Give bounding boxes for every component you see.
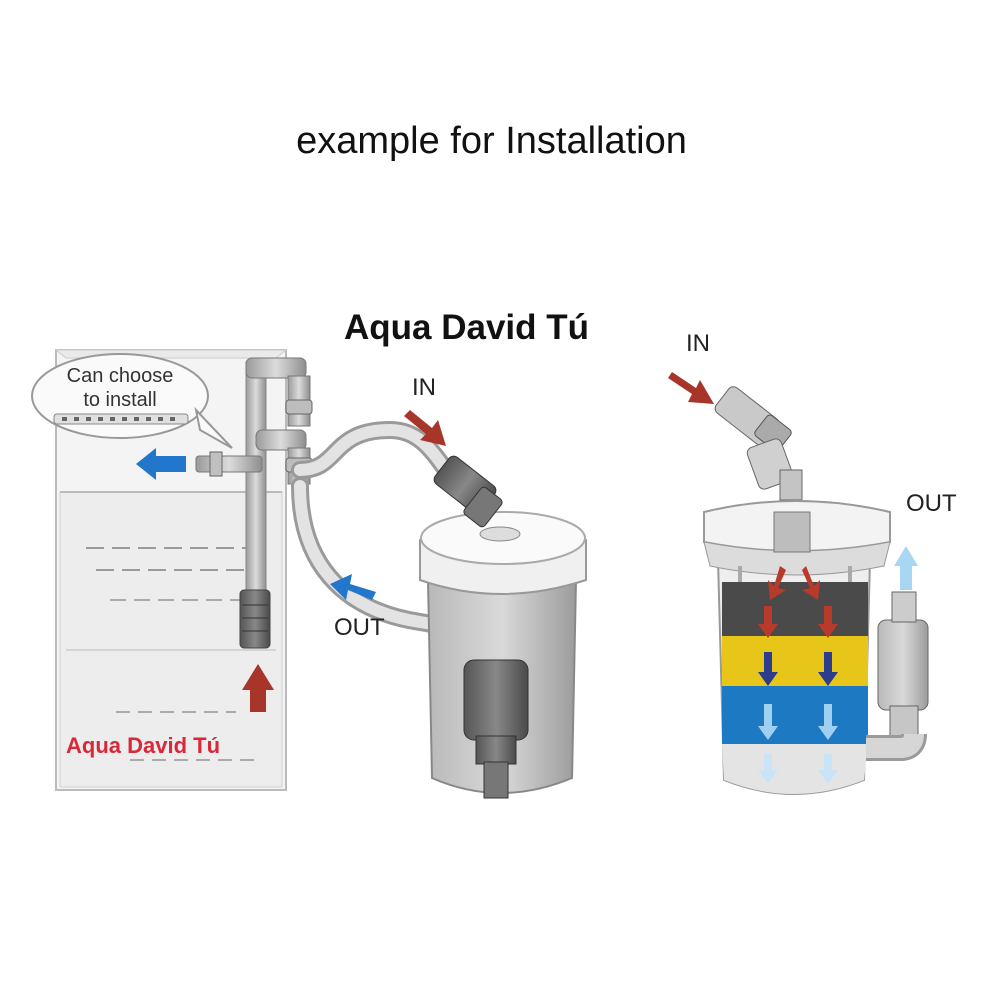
label-out-left: OUT [334,614,385,641]
arrow-in-left [404,410,446,446]
arrow-in-right [668,372,714,404]
arrow-out-left [330,574,376,600]
arrow-tank-inlet [242,664,274,712]
spray-bar-icon [62,417,175,421]
label-in-left: IN [412,374,436,401]
canister-filter-left [419,511,587,799]
page-title: example for Installation [296,120,687,162]
label-out-right: OUT [906,490,957,517]
outlet-pipe-right [866,591,929,761]
callout-text: Can choose to install [40,364,200,412]
callout-line-2: to install [83,389,157,411]
valve-left [433,455,503,528]
callout-line-1: Can choose [66,365,174,387]
arrow-out-right [894,546,918,590]
arrow-tank-outlet [136,448,186,480]
canister-filter-right [703,500,891,795]
label-in-right: IN [686,330,710,357]
valve-right [714,386,803,501]
watermark-top: Aqua David Tú [344,308,590,347]
watermark-bottom: Aqua David Tú [66,733,221,758]
tank-pipes [195,357,313,649]
internal-flow-arrows [758,566,838,784]
